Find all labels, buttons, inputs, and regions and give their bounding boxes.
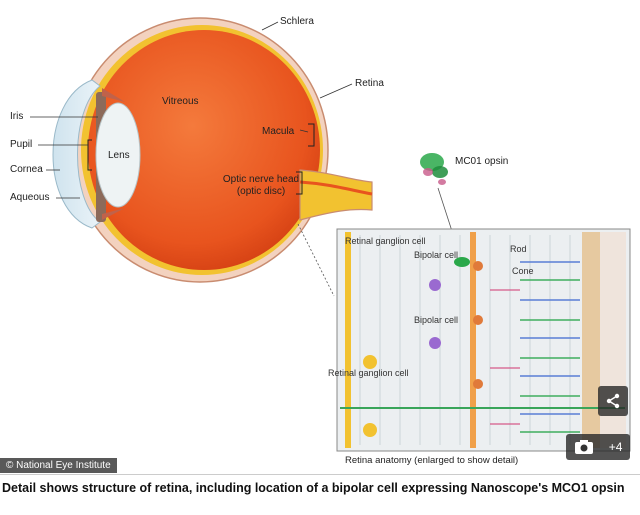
label-mc01-opsin: MC01 opsin [455,156,509,167]
label-sclera: Schlera [280,16,314,27]
label-bipolar-mid: Bipolar cell [414,315,459,325]
eye-diagram [30,17,631,452]
label-optic-nerve: Optic nerve head (optic disc) [222,174,300,197]
label-iris: Iris [10,111,24,122]
caption-divider [0,474,640,475]
macula-bracket [308,123,315,147]
label-rod: Rod [510,244,527,254]
label-lens: Lens [108,150,130,161]
label-vitreous: Vitreous [162,96,199,107]
image-credit: © National Eye Institute [0,458,117,473]
image-caption: Detail shows structure of retina, includ… [2,481,625,495]
label-macula: Macula [262,126,295,137]
gallery-button[interactable]: +4 [566,434,630,460]
label-cone: Cone [512,266,534,276]
label-cornea: Cornea [10,164,43,175]
label-pupil: Pupil [10,139,33,150]
label-retinal-ganglion-mid: Retinal ganglion cell [328,368,409,378]
retina-anatomy-caption: Retina anatomy (enlarged to show detail) [345,455,519,466]
gallery-count: +4 [608,440,623,454]
share-icon [606,393,620,409]
label-bipolar-top: Bipolar cell [414,250,459,260]
share-button[interactable] [598,386,628,416]
vitreous-body [88,30,320,270]
label-retina: Retina [355,78,384,89]
retina-inset [336,228,631,452]
mc01-opsin-cluster [420,153,448,185]
label-retinal-ganglion-top: Retinal ganglion cell [345,236,426,246]
camera-icon [574,440,593,454]
label-aqueous: Aqueous [10,192,50,203]
lens-shape [95,102,141,208]
